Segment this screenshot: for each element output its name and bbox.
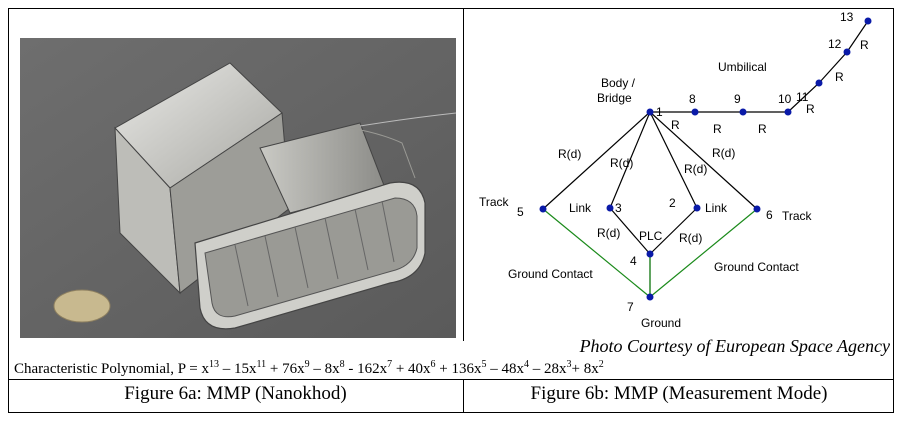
polynomial-exponent: 11 [256,359,267,370]
edge-2-4 [649,207,698,255]
characteristic-polynomial: Characteristic Polynomial, P = x13 – 15x… [14,359,604,378]
node-9 [739,108,747,116]
ground-contact-left-label: Ground Contact [508,267,593,281]
node-label-1: 1 [656,105,663,119]
caption-row-divider [8,379,894,380]
polynomial-prefix: Characteristic Polynomial, P = [14,361,202,377]
weight-1-3: R(d) [610,156,633,170]
polynomial-term: – 15x11 [218,359,267,377]
ground-contact-right-label: Ground Contact [714,260,799,274]
node-label-8: 8 [689,92,696,106]
polynomial-exponent: 5 [481,359,487,370]
track-left-label: Track [479,195,510,209]
polynomial-exponent: 3 [566,359,572,370]
polynomial-exponent: 6 [430,359,436,370]
weight-12-13: R [860,38,869,52]
polynomial-exponent: 13 [208,359,219,370]
polynomial-exponent: 7 [387,359,393,370]
edge-1-2 [649,111,698,209]
node-label-9: 9 [734,92,741,106]
track-right-label: Track [782,209,813,223]
polynomial-exponent: 4 [524,359,530,370]
node-4 [646,250,654,258]
node-13 [864,17,872,25]
figure-6b-caption: Figure 6b: MMP (Measurement Mode) [530,383,828,404]
figure-6a-caption: Figure 6a: MMP (Nanokhod) [124,383,347,404]
edge-5-7 [542,208,651,298]
edge-3-4 [609,207,651,255]
polynomial-terms: x13 – 15x11 + 76x9 – 8x8 - 162x7 + 40x6 … [201,359,604,377]
node-label-13: 13 [840,10,854,24]
node-7 [646,293,654,301]
link-right-label: Link [705,201,728,215]
polynomial-term: + 8x2 [571,359,604,377]
polynomial-term: – 28x3 [529,359,572,377]
node-label-5: 5 [517,205,524,219]
graph-edges [542,20,869,297]
polynomial-term: x13 [201,359,219,377]
ground-edges [542,208,758,298]
weight-9-10: R [758,122,767,136]
polynomial-exponent: 9 [304,359,310,370]
node-12 [843,48,851,56]
measurement-mode-graph: 1 2 3 4 5 6 7 8 9 10 11 12 13 Body / Bri… [479,10,872,330]
body-label-line2: Bridge [597,91,632,105]
node-label-7: 7 [627,300,634,314]
edge-6-7 [649,208,758,298]
polynomial-term: + 40x6 [392,359,436,377]
body-label-line1: Body / [601,76,636,90]
node-8 [691,108,699,116]
column-divider-top [463,8,464,341]
weight-10-11: R [806,102,815,116]
node-5 [539,205,547,213]
node-2 [693,204,701,212]
column-divider-bottom [463,379,464,413]
edge-1-3 [609,111,651,209]
umbilical-label: Umbilical [718,60,767,74]
polynomial-exponent: 2 [598,359,604,370]
polynomial-term: + 136x5 [435,359,487,377]
node-label-4: 4 [630,254,637,268]
weight-1-2: R(d) [684,162,707,176]
node-label-3: 3 [615,201,622,215]
node-6 [753,205,761,213]
node-label-6: 6 [766,208,773,222]
graph-nodes [539,17,872,301]
ground-label: Ground [641,316,681,330]
nanokhod-photo [20,38,456,338]
weight-2-4: R(d) [679,231,702,245]
node-label-11: 11 [796,90,809,104]
weight-1-8: R [671,118,680,132]
weight-1-6: R(d) [712,146,735,160]
polynomial-exponent: 8 [339,359,345,370]
node-10 [784,108,792,116]
figure-table [8,8,894,413]
nanokhod-illustration [20,38,456,338]
link-left-label: Link [569,201,592,215]
polynomial-term: – 8x8 [309,359,345,377]
node-11 [815,79,823,87]
weight-8-9: R [713,122,722,136]
weight-11-12: R [835,70,844,84]
node-label-10: 10 [778,92,792,106]
polynomial-term: – 48x4 [486,359,530,377]
edge-1-5 [542,111,651,210]
node-label-12: 12 [828,37,842,51]
node-1 [646,108,654,116]
edge-1-6 [649,111,758,210]
polynomial-term: - 162x7 [344,359,393,377]
polynomial-term: + 76x9 [266,359,310,377]
weight-3-4: R(d) [597,226,620,240]
node-label-2: 2 [669,196,676,210]
plc-label: PLC [639,229,663,243]
photo-credit: Photo Courtesy of European Space Agency [579,336,890,356]
node-3 [606,204,614,212]
weight-1-5: R(d) [558,147,581,161]
